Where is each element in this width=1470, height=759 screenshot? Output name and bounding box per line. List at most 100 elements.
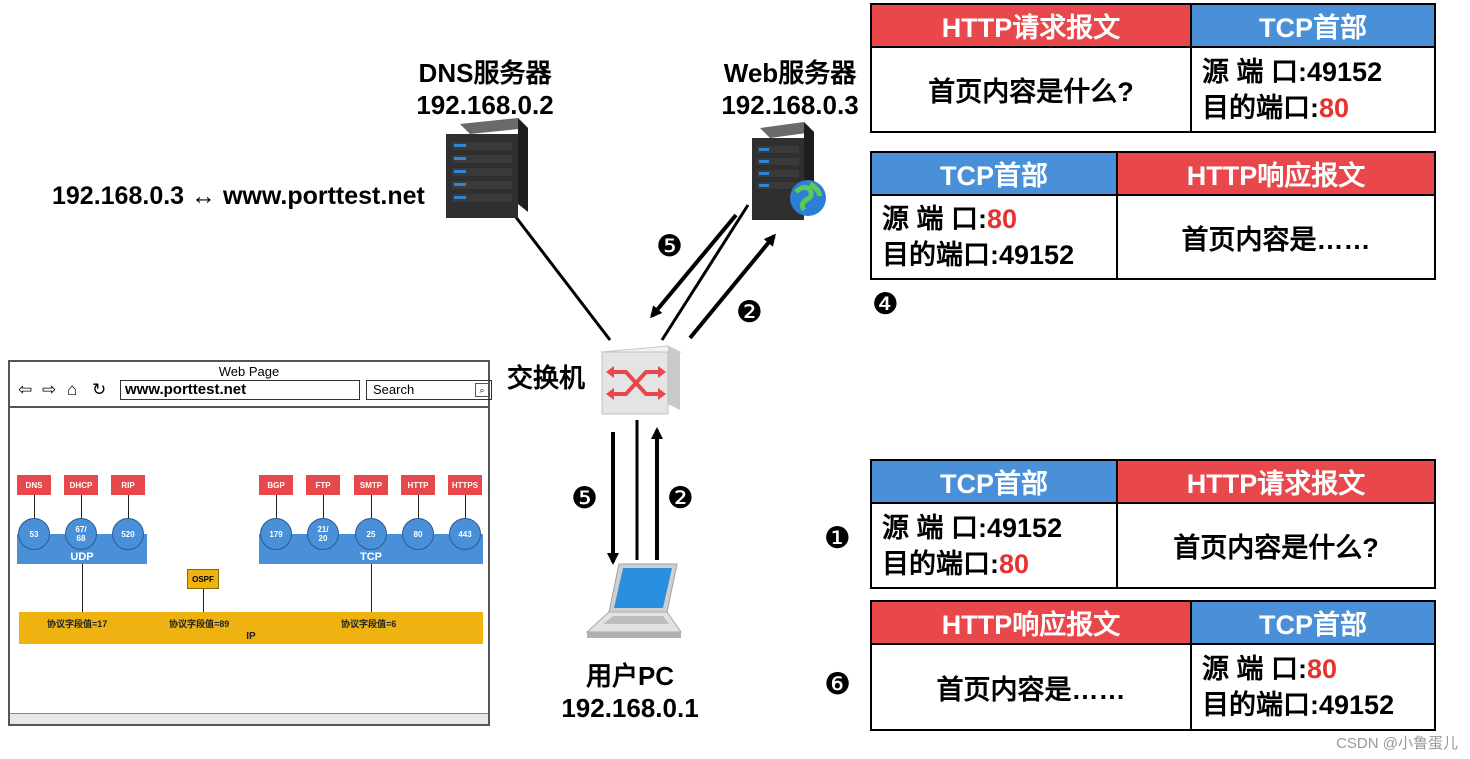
- tcp-header: TCP首部: [872, 153, 1116, 196]
- src-port-value: 80: [987, 204, 1018, 234]
- http-response-header: HTTP响应报文: [1116, 153, 1434, 196]
- port-21-20: 21/ 20: [307, 518, 339, 550]
- src-port-label: 源 端 口:: [1202, 56, 1307, 87]
- search-input[interactable]: Search ⌕: [366, 380, 492, 400]
- dst-port-value: 80: [999, 548, 1030, 579]
- port-25: 25: [355, 518, 387, 550]
- back-icon[interactable]: ⇦: [18, 380, 33, 399]
- connector: [34, 495, 35, 518]
- http-response-body: 首页内容是……: [1116, 196, 1434, 278]
- laptop-icon: [585, 563, 682, 638]
- step-5-web: ❺: [656, 229, 683, 264]
- dns-mapping: 192.168.0.3 ↔ www.porttest.net: [52, 182, 425, 210]
- http-request-header: HTTP请求报文: [1116, 461, 1434, 504]
- forward-icon[interactable]: ⇨: [42, 380, 57, 399]
- protocol-bgp: BGP: [259, 475, 293, 495]
- web-link: [660, 204, 750, 341]
- protocol-rip: RIP: [111, 475, 145, 495]
- switch-label: 交换机: [506, 363, 585, 393]
- port-520: 520: [112, 518, 144, 550]
- tcp-ports: 源 端 口:80 目的端口:49152: [1190, 645, 1434, 729]
- connector: [81, 495, 82, 518]
- web-server-ip: 192.168.0.3: [721, 90, 859, 120]
- protocol-smtp: SMTP: [354, 475, 388, 495]
- web-server-label: Web服务器 192.168.0.3: [700, 57, 880, 121]
- http-request-body: 首页内容是什么?: [1116, 504, 1434, 587]
- dst-port-label: 目的端口:: [1202, 92, 1319, 123]
- user-pc-name: 用户PC: [585, 661, 675, 691]
- tcp-ports: 源 端 口:80 目的端口:49152: [872, 196, 1116, 278]
- connector: [128, 495, 129, 518]
- dst-port-value: 49152: [999, 240, 1075, 270]
- browser-title: Web Page: [218, 364, 280, 379]
- connector: [465, 495, 466, 518]
- http-response-header: HTTP响应报文: [872, 602, 1190, 645]
- protocol-dns: DNS: [17, 475, 51, 495]
- src-port-value: 80: [1307, 654, 1338, 684]
- packet-response: TCP首部 HTTP响应报文 源 端 口:80 目的端口:49152 首页内容是…: [870, 151, 1436, 280]
- step-4: ❹: [872, 287, 899, 322]
- http-request-header: HTTP请求报文: [872, 5, 1190, 48]
- address-bar[interactable]: www.porttest.net: [120, 380, 360, 400]
- connector: [323, 495, 324, 518]
- src-port-value: 49152: [987, 512, 1063, 543]
- http-request-body: 首页内容是什么?: [928, 77, 1134, 107]
- dns-server-name: DNS服务器: [418, 58, 552, 88]
- refresh-icon[interactable]: ↻: [92, 380, 107, 399]
- packet-top: HTTP请求报文 TCP首部 首页内容是什么? 源 端 口:49152 目的端口…: [870, 3, 1436, 133]
- ip-protocol-17: 协议字段值=17: [47, 619, 108, 629]
- port-80: 80: [402, 518, 434, 550]
- step-1: ❶: [824, 521, 851, 556]
- tcp-header: TCP首部: [1190, 5, 1434, 48]
- tcp-header: TCP首部: [872, 461, 1116, 504]
- ip-protocol-6: 协议字段值=6: [341, 619, 397, 629]
- web-server-icon: [752, 122, 826, 220]
- tcp-header: TCP首部: [1190, 602, 1434, 645]
- toolbar-divider: [10, 406, 488, 408]
- tcp-label: TCP: [360, 551, 382, 563]
- protocol-https: HTTPS: [448, 475, 482, 495]
- watermark: CSDN @小鲁蛋儿: [1336, 735, 1458, 752]
- packet-bottom: HTTP响应报文 TCP首部 首页内容是…… 源 端 口:80 目的端口:491…: [870, 600, 1436, 731]
- search-placeholder: Search: [373, 382, 415, 397]
- dst-port-label: 目的端口:: [882, 548, 999, 579]
- src-port-value: 49152: [1307, 56, 1383, 87]
- protocol-dhcp: DHCP: [64, 475, 98, 495]
- packet-request: TCP首部 HTTP请求报文 源 端 口:49152 目的端口:80 首页内容是…: [870, 459, 1436, 589]
- port-67-68: 67/ 68: [65, 518, 97, 550]
- connector: [418, 495, 419, 518]
- port-179: 179: [260, 518, 292, 550]
- connector: [276, 495, 277, 518]
- protocol-ftp: FTP: [306, 475, 340, 495]
- ip-protocol-89: 协议字段值=89: [169, 619, 230, 629]
- dns-server-ip: 192.168.0.2: [416, 90, 554, 120]
- tcp-ports: 源 端 口:49152 目的端口:80: [1190, 48, 1434, 131]
- step-2-web: ❷: [736, 295, 763, 330]
- dst-port-value: 49152: [1319, 690, 1395, 720]
- udp-label: UDP: [70, 551, 94, 563]
- search-icon[interactable]: ⌕: [475, 383, 489, 397]
- connector: [203, 589, 204, 612]
- dst-port-value: 80: [1319, 92, 1350, 123]
- arrow-2-web: [688, 233, 776, 340]
- src-port-label: 源 端 口:: [1202, 654, 1307, 684]
- src-port-label: 源 端 口:: [882, 204, 987, 234]
- user-pc-ip: 192.168.0.1: [561, 693, 699, 723]
- ip-label: IP: [246, 631, 256, 642]
- home-icon[interactable]: ⌂: [67, 380, 78, 399]
- connector: [371, 564, 372, 612]
- switch-icon: [600, 345, 682, 415]
- src-port-label: 源 端 口:: [882, 512, 987, 543]
- protocol-ospf: OSPF: [187, 569, 219, 589]
- dns-server-icon: [446, 118, 528, 218]
- web-server-name: Web服务器: [723, 58, 857, 88]
- user-pc-label: 用户PC 192.168.0.1: [540, 660, 720, 724]
- tcp-ports: 源 端 口:49152 目的端口:80: [872, 504, 1116, 587]
- dst-port-label: 目的端口:: [1202, 690, 1319, 720]
- protocol-http: HTTP: [401, 475, 435, 495]
- step-6: ❻: [824, 667, 851, 702]
- dns-server-label: DNS服务器 192.168.0.2: [380, 57, 590, 121]
- step-2-pc: ❷: [667, 481, 694, 516]
- port-53: 53: [18, 518, 50, 550]
